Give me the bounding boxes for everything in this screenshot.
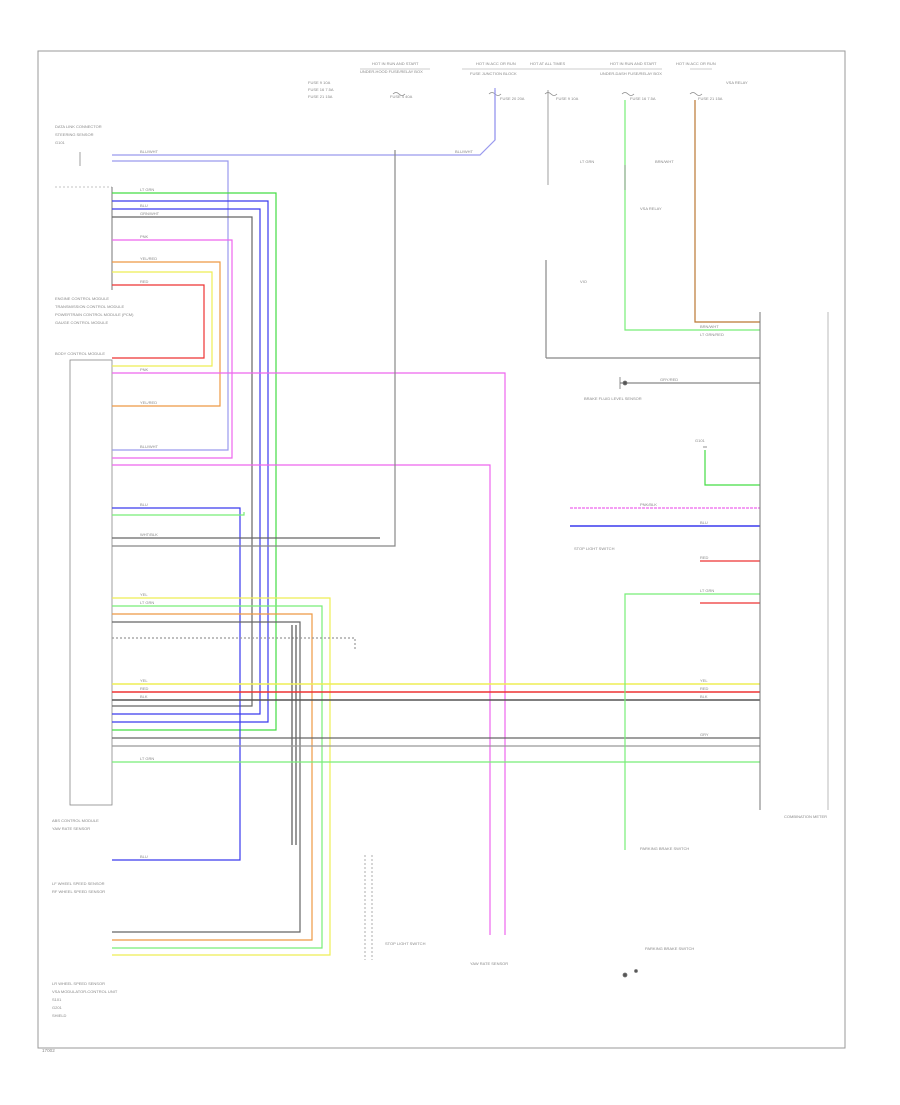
wire-tag-11: BLU: [140, 502, 148, 507]
wire-tag-26: BLU: [700, 520, 708, 525]
pcm-label: POWERTRAIN CONTROL MODULE (PCM): [55, 312, 134, 317]
wire-tag-27: RED: [700, 555, 709, 560]
hot-label-2: HOT IN ACC OR RUN: [476, 61, 516, 66]
fuse-junction-label: FUSE JUNCTION BLOCK: [470, 71, 517, 76]
combination-meter-label: COMBINATION METER: [784, 814, 827, 819]
wire-tag-8: PNK: [140, 367, 149, 372]
wire-tag-21: RED: [700, 686, 709, 691]
wires: [112, 88, 760, 960]
ecm-label: ENGINE CONTROL MODULE: [55, 296, 109, 301]
speed-rf-label: RF WHEEL SPEED SENSOR: [52, 889, 105, 894]
wire-tag-34: BRN/WHT: [655, 159, 674, 164]
relay-label: VSA RELAY: [726, 80, 748, 85]
wire-tag-18: LT GRN: [140, 756, 154, 761]
wire-tag-15: YEL: [140, 678, 148, 683]
fuse-d-label: FUSE 4 40A: [390, 94, 413, 99]
ground2-label: G201: [52, 1005, 63, 1010]
fuse-a-label: FUSE 9 10A: [308, 80, 331, 85]
wire-tag-22: BLK: [700, 694, 708, 699]
wire-tag-20: YEL: [700, 678, 708, 683]
fuse-16-label: FUSE 16 7.5A: [630, 96, 656, 101]
shield-label: SHIELD: [52, 1013, 67, 1018]
hot-label-5: HOT IN ACC OR RUN: [676, 61, 716, 66]
fuse-c-label: FUSE 21 15A: [308, 94, 333, 99]
fuse-e-label: FUSE 20 20A: [500, 96, 525, 101]
fuse-b-label: FUSE 16 7.5A: [308, 87, 334, 92]
under-dash-box-label: UNDER-DASH FUSE/RELAY BOX: [600, 71, 662, 76]
power-sources: HOT IN RUN AND START UNDER-HOOD FUSE/REL…: [308, 61, 748, 101]
hot-label-4: HOT IN RUN AND START: [610, 61, 657, 66]
wire-tag-10: BLU/WHT: [140, 444, 159, 449]
brake-fluid-label: BRAKE FLUID LEVEL SENSOR: [584, 396, 642, 401]
right-module: COMBINATION METER STOP LIGHT SWITCH BRAK…: [385, 206, 829, 966]
wire-tag-5: PNK: [140, 234, 149, 239]
wire-tags: BLU/WHT LT GRN BLU GRN/WHT PNK YEL/RED R…: [140, 149, 724, 859]
yaw-rate-label: YAW RATE SENSOR: [52, 826, 90, 831]
stop-light-switch-label: STOP LIGHT SWITCH: [574, 546, 615, 551]
fuse-9-label: FUSE 9 10A: [556, 96, 579, 101]
fuse-21-label: FUSE 21 15A: [698, 96, 723, 101]
wire-tag-32: VIO: [580, 279, 587, 284]
tcm-label: TRANSMISSION CONTROL MODULE: [55, 304, 125, 309]
airbag-label: YAW RATE SENSOR: [470, 961, 508, 966]
wire-tag-19: BLU: [140, 854, 148, 859]
gauge-control-label: GAUGE CONTROL MODULE: [55, 320, 109, 325]
wire-tag-31: LT GRN: [580, 159, 594, 164]
speed-lf-label: LF WHEEL SPEED SENSOR: [52, 881, 105, 886]
wire-tag-25: LT GRN/RED: [700, 332, 724, 337]
vsa-modulator-label: VSA MODULATOR-CONTROL UNIT: [52, 989, 118, 994]
wire-tag-33: BLU/WHT: [455, 149, 474, 154]
wire-tag-9: YEL/RED: [140, 400, 157, 405]
switch-label: STOP LIGHT SWITCH: [385, 941, 426, 946]
wire-tag-23: GRY: [700, 732, 709, 737]
wire-tag-16: RED: [140, 686, 149, 691]
hot-label-1: HOT IN RUN AND START: [372, 61, 419, 66]
wire-tag-14: LT GRN: [140, 600, 154, 605]
wire-tag-29: GRY/RED: [660, 377, 678, 382]
abs-control-label: ABS CONTROL MODULE: [52, 818, 99, 823]
left-components: DATA LINK CONNECTOR STEERING SENSOR G101…: [52, 124, 134, 1018]
wire-tag-12: WHT/BLK: [140, 532, 158, 537]
relay-mid-label: VSA RELAY: [640, 206, 662, 211]
wire-tag-7: RED: [140, 279, 149, 284]
under-hood-box-label: UNDER-HOOD FUSE/RELAY BOX: [360, 69, 423, 74]
wire-tag-3: BLU: [140, 203, 148, 208]
wire-tag-1: BLU/WHT: [140, 149, 159, 154]
parking-brake-label: PARKING BRAKE SWITCH: [640, 846, 689, 851]
wire-tag-17: BLK: [140, 694, 148, 699]
body-control-module-label: BODY CONTROL MODULE: [55, 351, 105, 356]
steering-sensor-label: STEERING SENSOR: [55, 132, 94, 137]
left-module-box: [69, 359, 113, 806]
dlc-label: DATA LINK CONNECTOR: [55, 124, 102, 129]
wire-tag-4: GRN/WHT: [140, 211, 160, 216]
diagram-border: [37, 50, 846, 1049]
ground-label: G101: [55, 140, 66, 145]
wire-tag-13: YEL: [140, 592, 148, 597]
speed-lr-label: LR WHEEL SPEED SENSOR: [52, 981, 105, 986]
wire-tag-24: BRN/WHT: [700, 324, 719, 329]
parking-brake-label-2: PARKING BRAKE SWITCH: [645, 946, 694, 951]
wire-tag-6: YEL/RED: [140, 256, 157, 261]
wire-tag-2: LT GRN: [140, 187, 154, 192]
wire-tag-30: PNK/BLK: [640, 502, 657, 507]
ground-symbols: [619, 377, 707, 978]
wire-tag-28: LT GRN: [700, 588, 714, 593]
splice-label: S101: [52, 997, 62, 1002]
ground-right-label: G101: [695, 438, 706, 443]
footer-code: 17002: [42, 1048, 55, 1053]
hot-label-3: HOT AT ALL TIMES: [530, 61, 565, 66]
